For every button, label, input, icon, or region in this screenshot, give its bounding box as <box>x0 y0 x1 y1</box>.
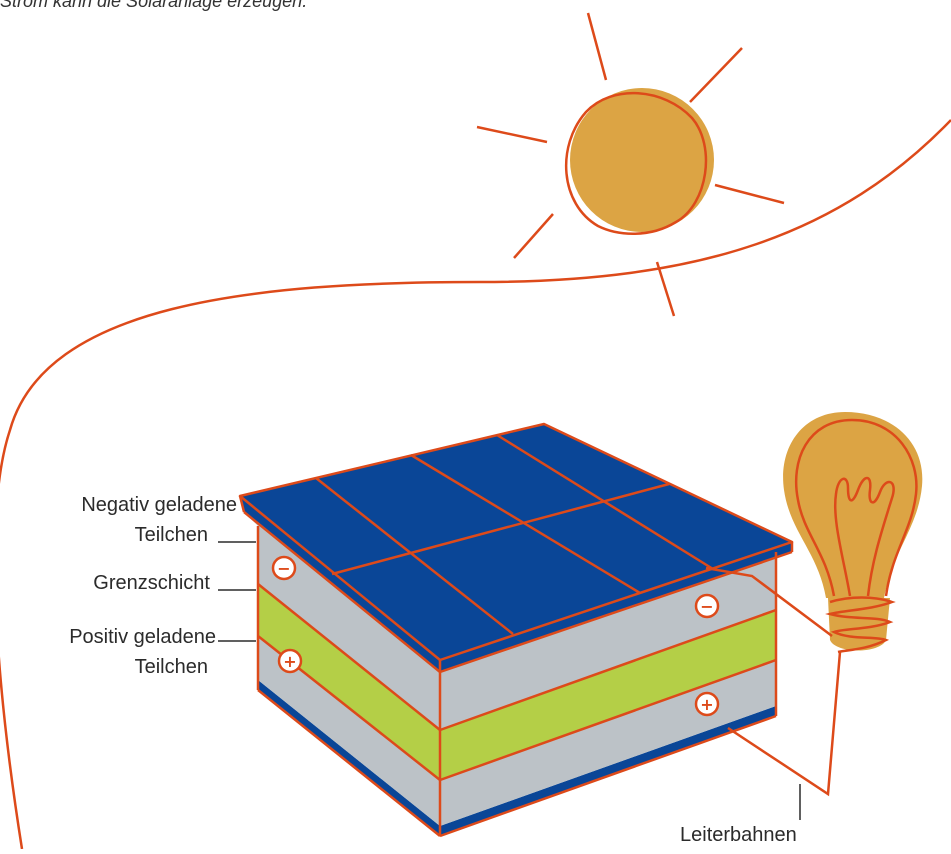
sun-outline <box>564 91 708 235</box>
label-conductors: Leiterbahnen <box>680 824 797 846</box>
edge <box>257 583 441 731</box>
bulb-filament <box>834 476 895 597</box>
positive-charge-right: + <box>694 691 720 717</box>
front-left-top-blue <box>240 496 440 672</box>
positive-charge-left: + <box>277 648 303 674</box>
front-right-green <box>440 610 776 780</box>
label-negative-line2: Teilchen <box>134 524 208 546</box>
sun-ray <box>689 47 743 103</box>
front-right-bottom-gray <box>440 660 776 826</box>
conductor-wire <box>727 651 842 797</box>
front-left-bottom-blue <box>258 680 440 836</box>
sun-ray <box>714 183 785 205</box>
sun-icon <box>476 12 785 317</box>
caption: Strom kann die Solaranlage erzeugen. <box>0 0 308 11</box>
front-right-top-blue <box>440 542 792 672</box>
light-bulb-icon <box>783 412 923 654</box>
edge <box>243 511 441 673</box>
label-boundary: Grenzschicht <box>93 572 210 594</box>
edge <box>439 658 777 782</box>
sun-disc <box>570 88 714 232</box>
bulb-outline <box>794 418 918 597</box>
edge <box>257 689 441 837</box>
sun-ray <box>586 12 608 81</box>
wire-long <box>0 119 951 850</box>
conductor-wire <box>705 566 833 637</box>
front-right-top-gray <box>440 552 776 730</box>
bulb-thread <box>825 596 896 654</box>
front-left-bottom-gray <box>258 636 440 826</box>
charge-sign-negative: − <box>277 559 290 578</box>
charge-sign-positive: + <box>700 695 713 714</box>
top-grid-line <box>315 477 514 635</box>
solar-cell-icon <box>238 422 794 838</box>
charge-sign-negative: − <box>700 597 713 616</box>
top-grid-line <box>410 453 641 595</box>
label-positive-line2: Teilchen <box>134 656 208 678</box>
front-right-bottom-blue <box>440 706 776 836</box>
edge <box>238 495 246 513</box>
top-grid-line <box>331 482 670 576</box>
label-positive-line1: Positiv geladene <box>69 626 216 648</box>
edge <box>439 608 777 732</box>
edge <box>439 714 777 838</box>
charge-sign-positive: + <box>283 652 296 671</box>
front-left-green <box>258 584 440 780</box>
negative-charge-left: − <box>271 555 297 581</box>
negative-charge-right: − <box>694 593 720 619</box>
sun-ray <box>655 261 676 317</box>
bulb-glass <box>783 412 923 598</box>
sun-ray <box>513 213 554 259</box>
label-negative-line1: Negativ geladene <box>81 494 237 516</box>
sun-ray <box>476 125 548 144</box>
